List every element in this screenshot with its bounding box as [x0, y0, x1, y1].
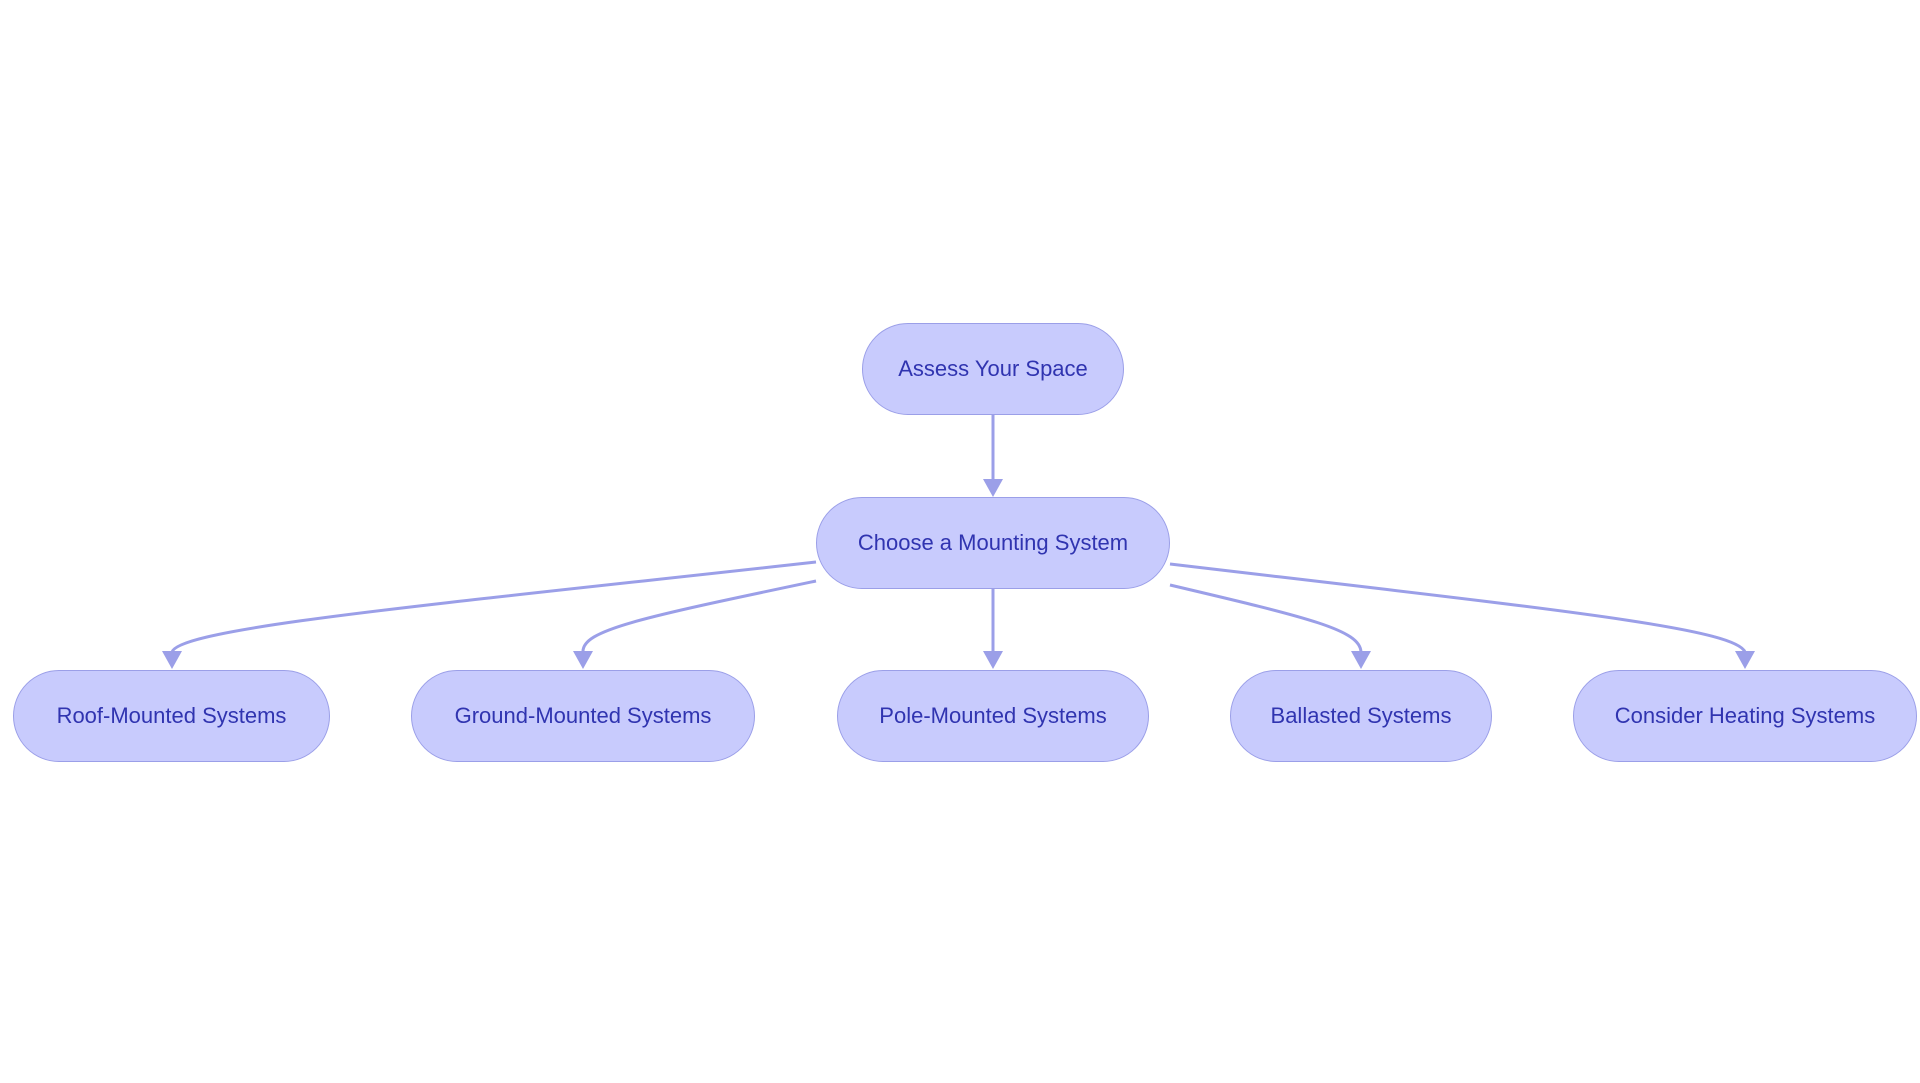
node-label: Pole-Mounted Systems — [879, 703, 1107, 728]
arrowhead-choose — [983, 479, 1003, 497]
edge-choose-to-ground — [581, 579, 817, 653]
node-label: Roof-Mounted Systems — [56, 703, 287, 728]
node-ballasted-systems: Ballasted Systems — [1230, 670, 1492, 762]
edge-choose-to-heating — [1169, 562, 1747, 653]
node-ground-mounted-systems: Ground-Mounted Systems — [411, 670, 755, 762]
node-label: Ground-Mounted Systems — [454, 703, 712, 728]
node-choose-mounting-system: Choose a Mounting System — [816, 497, 1170, 589]
node-roof-mounted-systems: Roof-Mounted Systems — [13, 670, 330, 762]
node-pole-mounted-systems: Pole-Mounted Systems — [837, 670, 1149, 762]
node-label: Choose a Mounting System — [857, 530, 1129, 555]
edge-choose-to-roof — [170, 560, 817, 653]
node-label: Consider Heating Systems — [1614, 703, 1876, 728]
node-label: Ballasted Systems — [1270, 703, 1452, 728]
arrowhead-roof — [162, 651, 182, 669]
arrowhead-heating — [1735, 651, 1755, 669]
edge-choose-to-ballasted — [1169, 583, 1363, 653]
arrowhead-pole — [983, 651, 1003, 669]
node-assess-your-space: Assess Your Space — [862, 323, 1124, 415]
arrowhead-ground — [573, 651, 593, 669]
node-consider-heating-systems: Consider Heating Systems — [1573, 670, 1917, 762]
node-label: Assess Your Space — [898, 356, 1088, 381]
arrowhead-ballasted — [1351, 651, 1371, 669]
